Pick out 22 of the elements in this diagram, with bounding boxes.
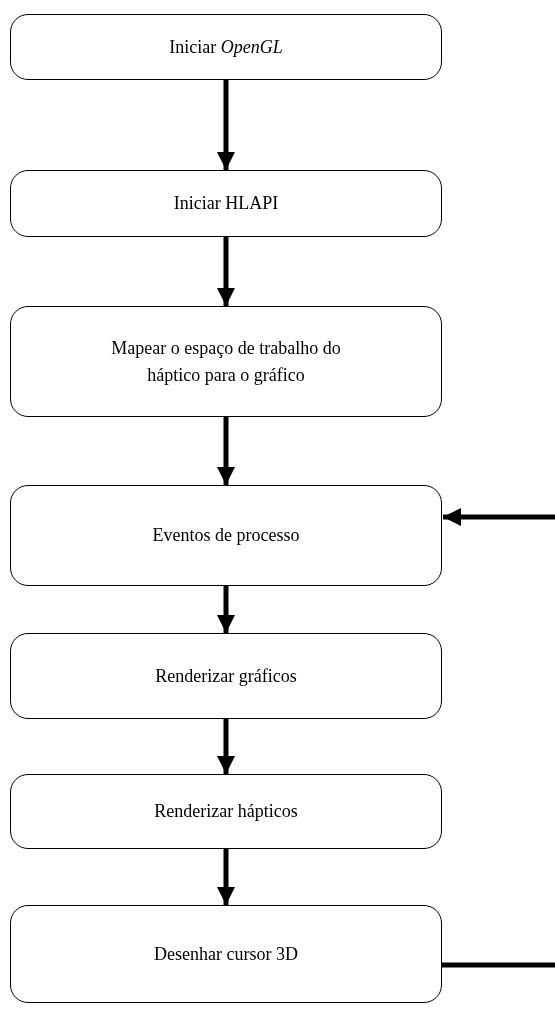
arrow bbox=[217, 417, 235, 485]
arrow bbox=[217, 80, 235, 170]
arrow bbox=[217, 237, 235, 306]
process-box bbox=[10, 14, 442, 80]
step-label: Eventos de processo bbox=[151, 524, 301, 547]
step-label: Mapear o espaço de trabalho do háptico para o gráfico bbox=[110, 336, 342, 387]
arrow bbox=[217, 719, 235, 774]
line bbox=[442, 962, 555, 968]
step-label: Desenhar cursor 3D bbox=[153, 942, 299, 966]
step-label: Renderizar hápticos bbox=[153, 800, 299, 823]
process-box bbox=[10, 170, 442, 237]
step-label: Renderizar gráficos bbox=[154, 664, 298, 688]
step-label: Iniciar HLAPI bbox=[172, 192, 280, 215]
process-box bbox=[10, 905, 442, 1003]
process-box bbox=[10, 774, 442, 849]
arrow bbox=[217, 849, 235, 905]
step-label: Iniciar OpenGL bbox=[168, 35, 284, 59]
arrow bbox=[217, 586, 235, 633]
process-box bbox=[10, 485, 442, 586]
process-box bbox=[10, 633, 442, 719]
process-box bbox=[10, 306, 442, 417]
arrow bbox=[443, 508, 555, 526]
